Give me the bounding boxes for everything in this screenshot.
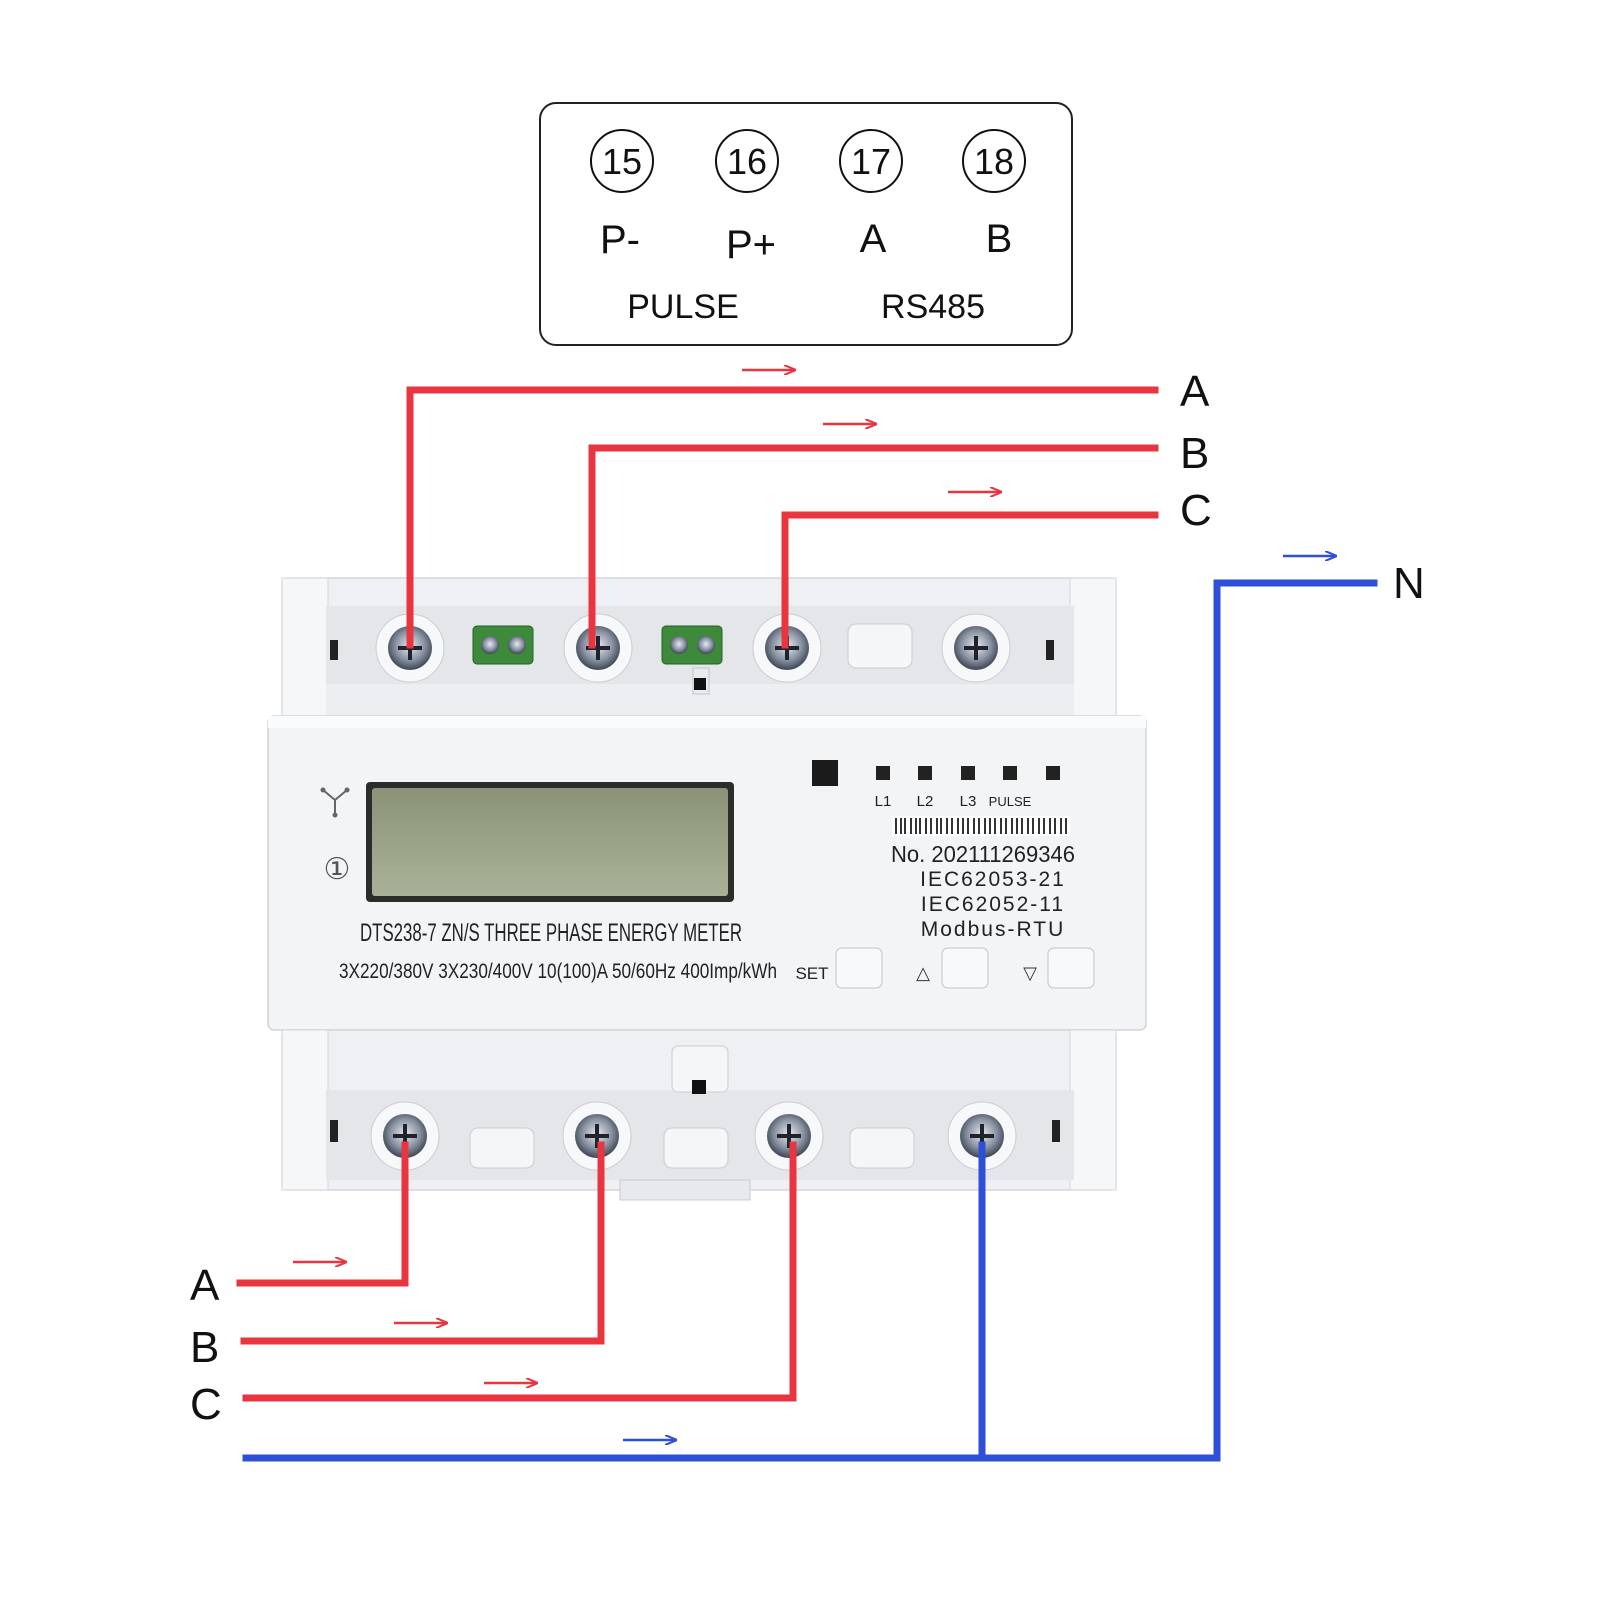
bottom-screw-1 (370, 1101, 440, 1171)
up-arrow-icon: △ (916, 963, 930, 984)
terminal-legend-box: 15 P- 16 P+ 17 A 18 B PULSE RS485 (539, 102, 1073, 346)
wire-in-a (236, 1141, 409, 1287)
led-pulse-icon (1003, 766, 1017, 780)
blank-terminal-slot (847, 623, 913, 669)
led-extra-icon (1046, 766, 1060, 780)
terminal-15: 15 P- (590, 129, 654, 262)
wire-neutral (242, 579, 1378, 1462)
set-label: SET (795, 964, 828, 983)
serial-number: No. 202111269346 (891, 841, 1075, 867)
led-l2-icon (918, 766, 932, 780)
standard-2: IEC62052-11 (921, 893, 1065, 916)
wire-in-b (240, 1141, 605, 1345)
bottom-screw-2 (562, 1101, 632, 1171)
led-l1-icon (876, 766, 890, 780)
top-screw-2 (563, 613, 633, 683)
lcd-display (366, 782, 734, 902)
output-label-b: B (1180, 429, 1209, 478)
output-label-n: N (1393, 559, 1425, 608)
up-button[interactable] (941, 947, 989, 989)
terminal-label: A (860, 217, 887, 261)
barcode (892, 816, 1070, 836)
terminal-number: 16 (727, 141, 767, 182)
terminal-label: P- (600, 218, 640, 262)
standard-1: IEC62053-21 (920, 868, 1066, 891)
terminal-18: 18 B (962, 129, 1026, 261)
down-arrow-icon: ▽ (1023, 963, 1037, 984)
input-label-a: A (190, 1261, 220, 1310)
output-label-a: A (1180, 367, 1210, 416)
wire-in-c (242, 1141, 797, 1402)
wire-out-a (406, 386, 1159, 649)
bottom-screw-4 (947, 1101, 1017, 1171)
wire-out-b (588, 444, 1159, 649)
ir-port (812, 760, 838, 786)
output-label-c: C (1180, 486, 1212, 535)
set-button[interactable] (835, 947, 883, 989)
indicator-label: L2 (917, 793, 934, 810)
meter-model: DTS238-7 ZN/S THREE PHASE ENERGY METER (360, 919, 742, 947)
bottom-screw-3 (754, 1101, 824, 1171)
terminal-number: 17 (851, 141, 891, 182)
down-button[interactable] (1047, 947, 1095, 989)
protocol-label: Modbus-RTU (921, 918, 1065, 941)
terminal-number: 18 (974, 141, 1014, 182)
meter-specs: 3X220/380V 3X230/400V 10(100)A 50/60Hz 4… (339, 960, 777, 983)
wye-connection-icon (320, 787, 350, 818)
led-l3-icon (961, 766, 975, 780)
terminal-label: B (986, 217, 1013, 261)
indicator-label: PULSE (989, 794, 1032, 809)
indicator-label: L1 (875, 793, 892, 810)
wire-out-c (781, 511, 1159, 649)
rs485-terminal-block (661, 625, 723, 665)
indicator-label: L3 (960, 793, 977, 810)
input-label-c: C (190, 1380, 222, 1429)
pulse-terminal-block (472, 625, 534, 665)
terminal-number: 15 (602, 141, 642, 182)
energy-meter: ① DTS238-7 ZN/S THREE PHASE ENERGY METER… (267, 577, 1147, 1201)
input-label-b: B (190, 1323, 219, 1372)
terminal-16: 16 P+ (715, 129, 779, 267)
group-pulse: PULSE (627, 288, 739, 326)
terminal-17: 17 A (839, 129, 903, 261)
terminal-label: P+ (726, 223, 776, 267)
accuracy-class-mark: ① (324, 852, 351, 887)
top-screw-4 (941, 613, 1011, 683)
group-rs485: RS485 (881, 288, 985, 326)
